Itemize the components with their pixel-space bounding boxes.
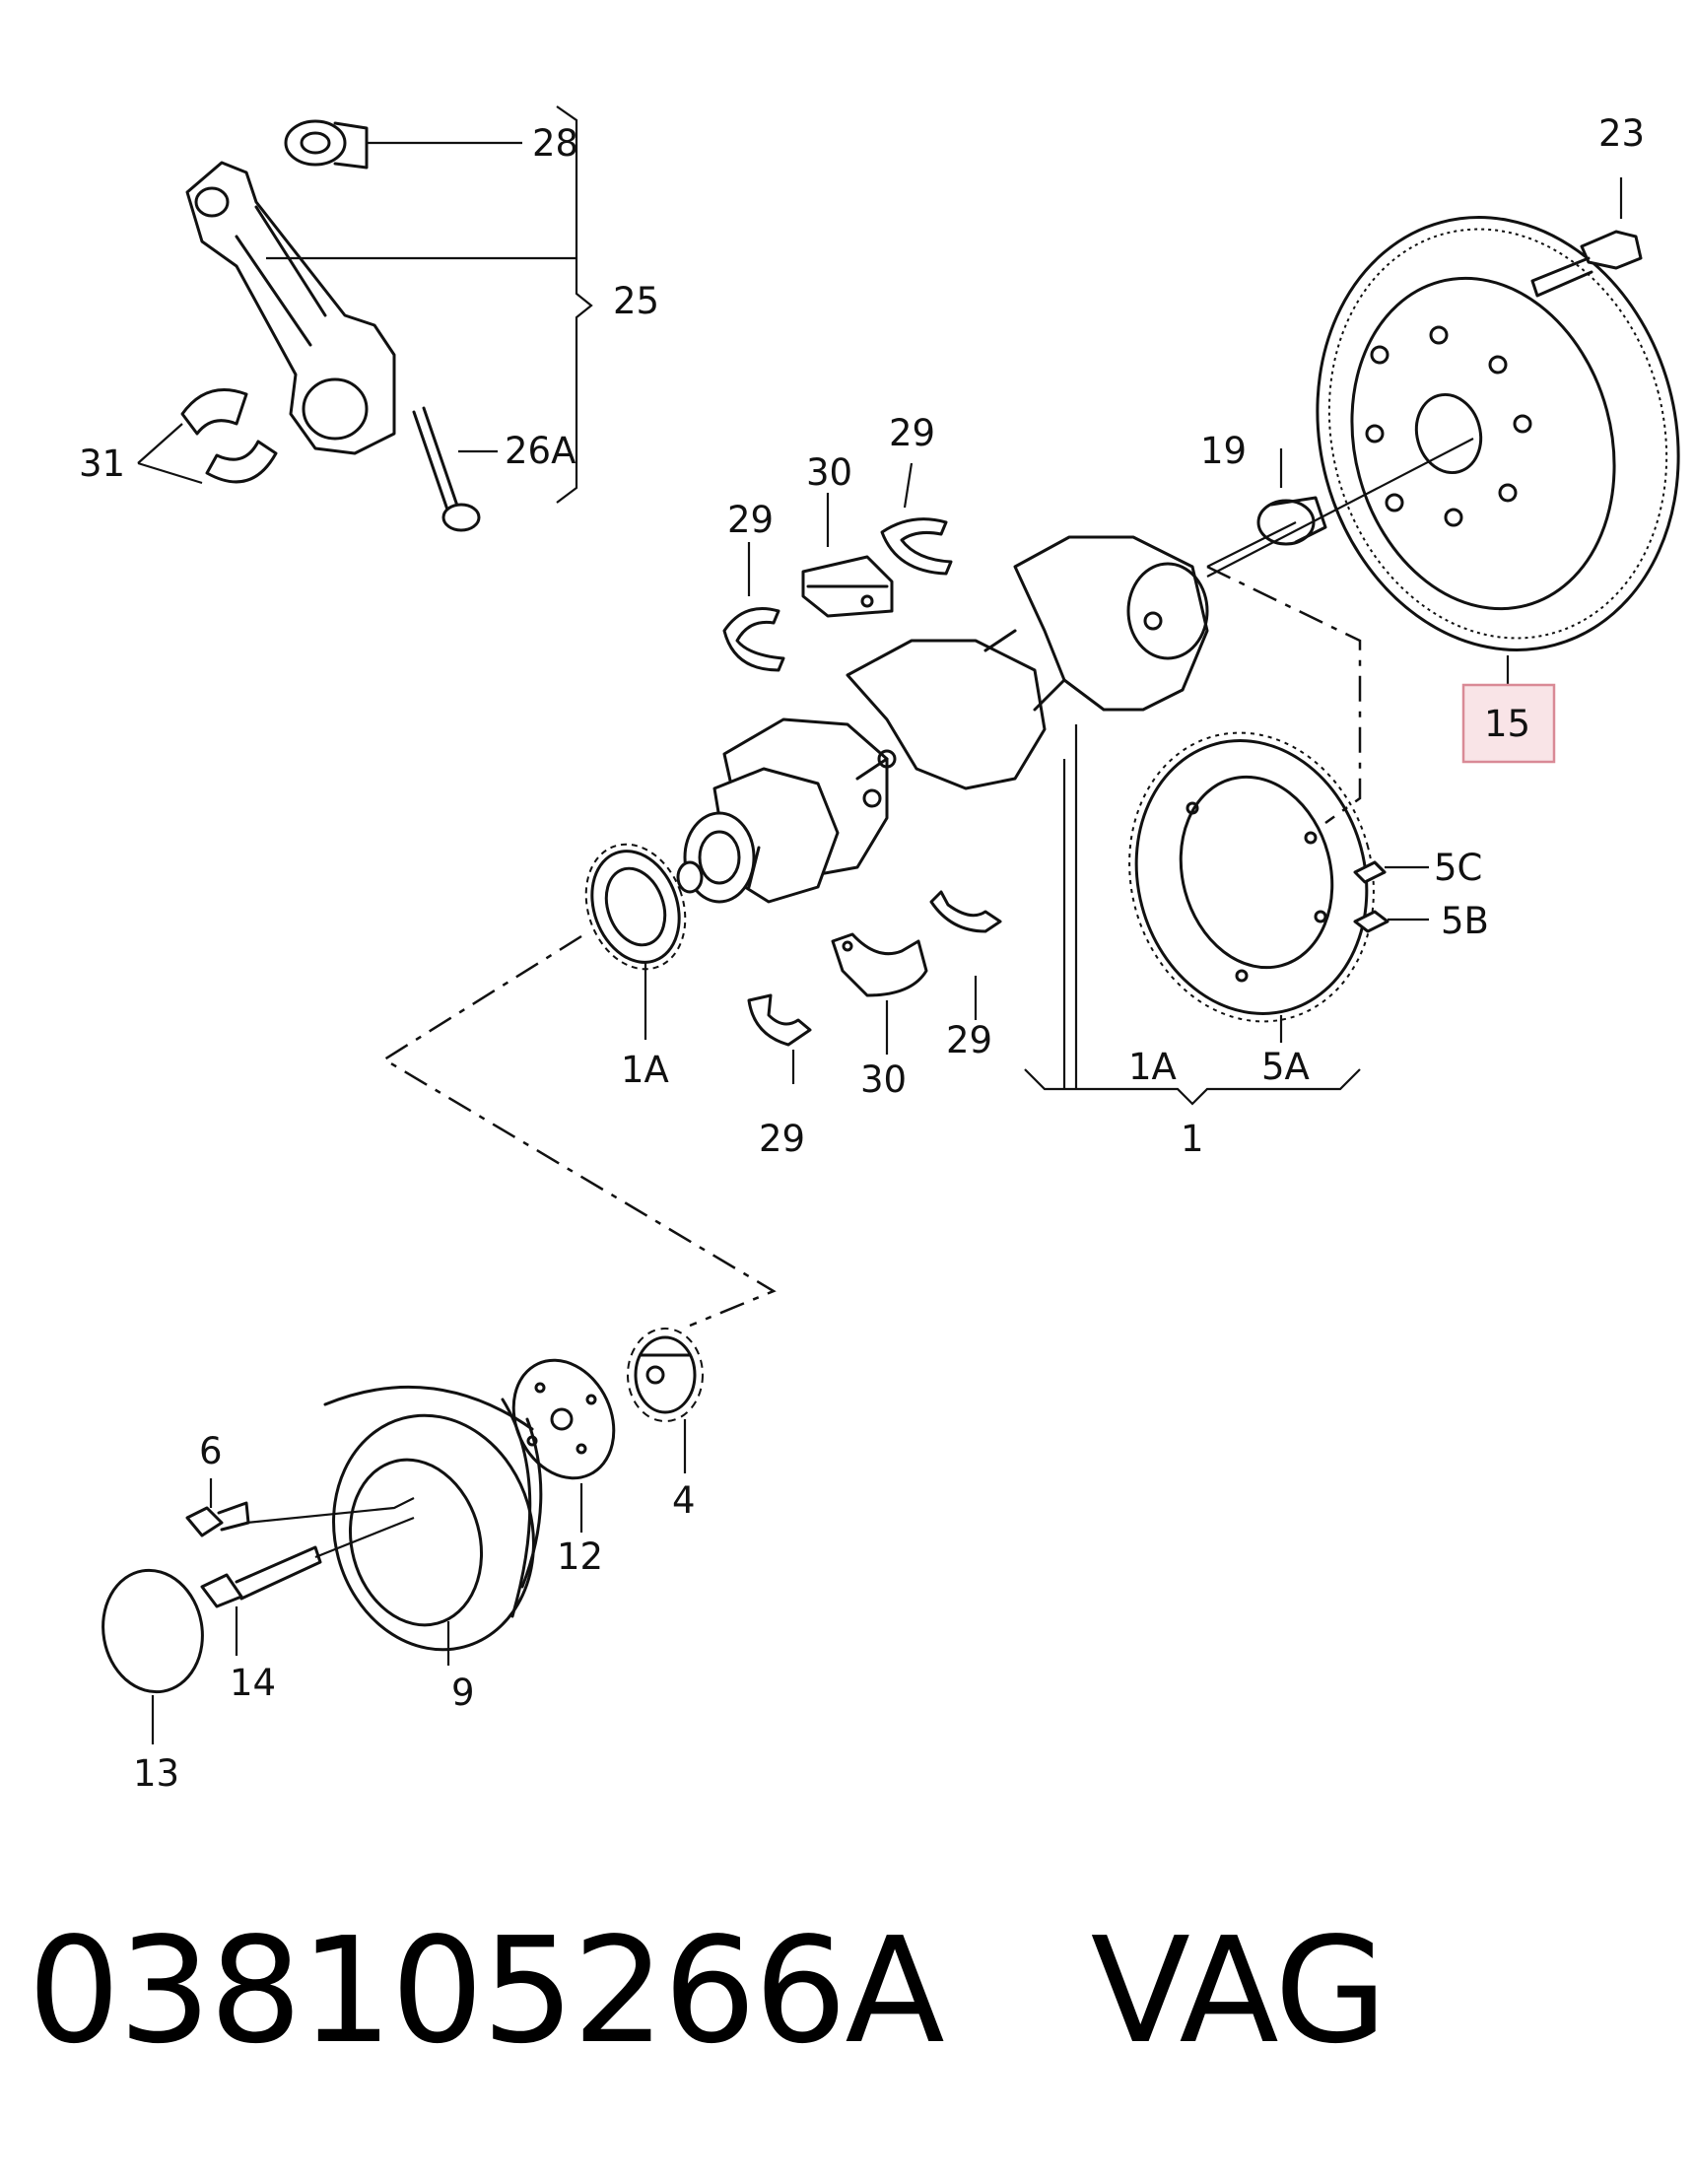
callout-13: 13 — [133, 1752, 179, 1795]
vibration-damper-pulley — [323, 1385, 543, 1652]
callout-6: 6 — [199, 1430, 223, 1472]
flywheel-bolt — [1530, 230, 1643, 298]
callout-29-lower-right: 29 — [946, 1019, 992, 1061]
bracket-25 — [556, 105, 593, 504]
callout-9: 9 — [451, 1672, 475, 1714]
thrust-washer-upper-right — [880, 517, 953, 576]
callout-14: 14 — [230, 1662, 276, 1704]
connecting-rod-bolt — [412, 406, 481, 532]
callout-12: 12 — [557, 1536, 603, 1578]
thrust-washer-lower-left — [747, 993, 812, 1047]
callout-5a: 5A — [1261, 1046, 1310, 1088]
callout-30-lower: 30 — [860, 1058, 907, 1101]
sensor-wheel-bolt-5b — [1353, 910, 1389, 933]
highlight-box-15 — [1461, 683, 1556, 764]
callout-29-upper-right: 29 — [889, 412, 935, 454]
sensor-wheel — [1128, 731, 1375, 1023]
part-number: 038105266A — [28, 1906, 945, 2076]
pulley-bolt-14 — [200, 1545, 322, 1608]
connecting-rod — [185, 161, 396, 455]
part-number-caption: 038105266A VAG — [28, 1892, 1663, 2089]
main-bearing-shell-lower — [831, 932, 928, 997]
callout-19: 19 — [1200, 430, 1247, 472]
callout-29-lower-left: 29 — [759, 1118, 805, 1160]
callout-30-upper: 30 — [806, 451, 852, 494]
pulley-bolt-6 — [185, 1501, 250, 1537]
connecting-rod-bushing — [284, 119, 369, 170]
cap-13 — [102, 1568, 204, 1694]
callout-31: 31 — [79, 443, 125, 485]
callout-28: 28 — [532, 122, 578, 165]
callout-1a-left: 1A — [621, 1049, 669, 1091]
brand-name: VAG — [1090, 1906, 1388, 2076]
crankshaft — [712, 535, 1209, 904]
callout-5b: 5B — [1441, 900, 1489, 942]
callout-1: 1 — [1181, 1118, 1204, 1160]
callout-1a-right: 1A — [1128, 1046, 1177, 1088]
flywheel — [1316, 216, 1680, 651]
callout-29-upper-left: 29 — [727, 499, 774, 541]
callout-4: 4 — [672, 1479, 696, 1522]
callout-23: 23 — [1598, 112, 1645, 155]
crankshaft-sprocket-1a — [584, 843, 687, 971]
callout-5c: 5C — [1434, 847, 1482, 889]
bracket-1 — [1024, 1068, 1361, 1106]
callout-15: 15 — [1484, 703, 1530, 745]
sensor-wheel-bolt-5c — [1353, 860, 1387, 884]
main-bearing-shell-upper — [801, 555, 894, 618]
rod-bearing-shells — [180, 388, 278, 484]
thrust-washer-lower-right — [929, 890, 1002, 933]
thrust-washer-upper-left — [722, 607, 785, 672]
callout-25: 25 — [613, 280, 659, 322]
timing-sprocket — [627, 1328, 704, 1422]
crankshaft-sprocket-nose — [676, 811, 756, 904]
callout-26a: 26A — [505, 430, 576, 472]
